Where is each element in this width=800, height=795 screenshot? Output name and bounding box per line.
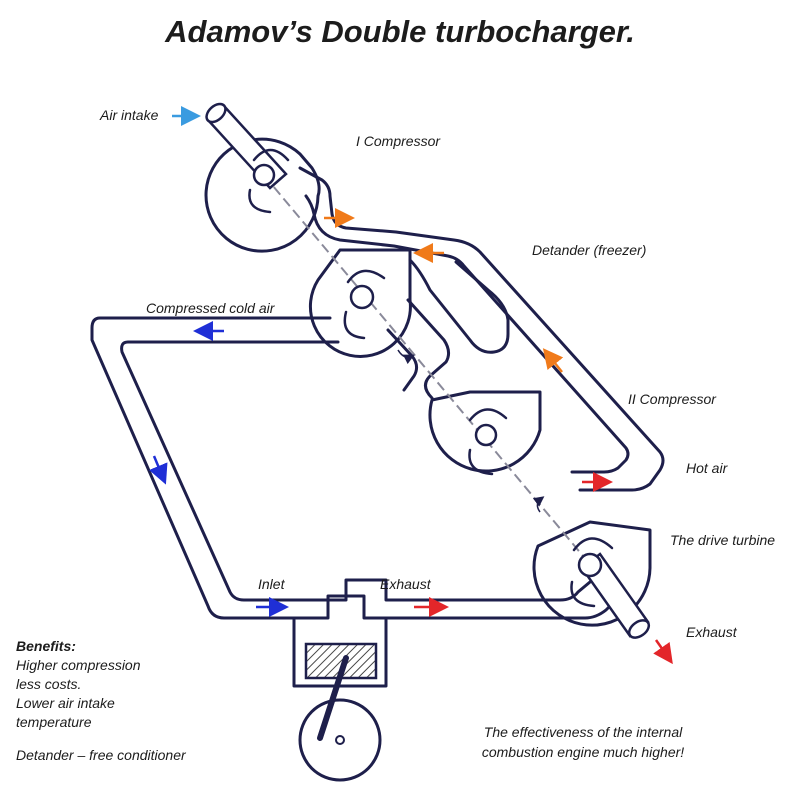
detander-volute: [308, 248, 412, 358]
label-hot-air: Hot air: [686, 460, 728, 476]
effectiveness-note: The effectiveness of the internal combus…: [481, 724, 685, 760]
label-detander: Detander (freezer): [532, 242, 647, 258]
cold-air-pipe-outer: [90, 316, 618, 620]
crank-pin: [335, 735, 345, 745]
rotation-arrow-turbine: [532, 496, 545, 513]
detander-blade-a: [346, 269, 386, 284]
benefits-line: Lower air intake: [16, 695, 115, 711]
connecting-rod: [317, 655, 349, 741]
label-inlet: Inlet: [258, 576, 285, 592]
label-drive-turbine: The drive turbine: [670, 532, 776, 548]
label-compressed-cold-air: Compressed cold air: [146, 300, 275, 316]
hot-air-up-arrow: [542, 348, 564, 373]
drive-turbine-volute: [532, 520, 652, 627]
drive-turbine-blade-b: [570, 580, 596, 608]
benefits-line: temperature: [16, 714, 92, 730]
common-shaft: [215, 117, 641, 625]
crank-wheel: [298, 698, 382, 782]
drive-turbine-hub: [577, 552, 603, 578]
rotation-arrow-detander: [397, 349, 415, 365]
exhaust-out-arrow: [653, 639, 673, 665]
detander-hub: [349, 284, 375, 310]
diagram-title: Adamov’s Double turbocharger.: [165, 14, 635, 49]
benefits-block: Benefits: Higher compression less costs.…: [16, 637, 186, 765]
compressor-1-blade-a: [252, 148, 290, 162]
label-exhaust-pipe: Exhaust: [380, 576, 431, 592]
drive-turbine-blade-a: [572, 537, 614, 552]
benefits-line: Higher compression: [16, 657, 141, 673]
compressor-2-hub: [474, 423, 498, 447]
compressor-1-blade-b: [248, 188, 272, 214]
detander-to-c2-pipe-a: [408, 258, 510, 354]
detander-note: Detander – free conditioner: [16, 747, 186, 763]
label-exhaust-out: Exhaust: [686, 624, 737, 640]
detander-blade-b: [343, 310, 366, 340]
label-compressor-2: II Compressor: [628, 391, 716, 407]
detander-to-c2-pipe-b: [406, 298, 451, 400]
c1-to-detander-outer: [298, 166, 665, 492]
compressor-1-hub: [252, 163, 276, 187]
label-compressor-1: I Compressor: [356, 133, 441, 149]
benefits-line: less costs.: [16, 676, 82, 692]
benefits-heading: Benefits:: [16, 638, 76, 654]
compressor-2-blade-a: [468, 408, 508, 422]
label-air-intake: Air intake: [100, 107, 159, 123]
cold-air-down-arrow: [149, 455, 168, 485]
cold-air-pipe-inner: [120, 340, 592, 602]
compressor-2-blade-b: [468, 448, 494, 476]
